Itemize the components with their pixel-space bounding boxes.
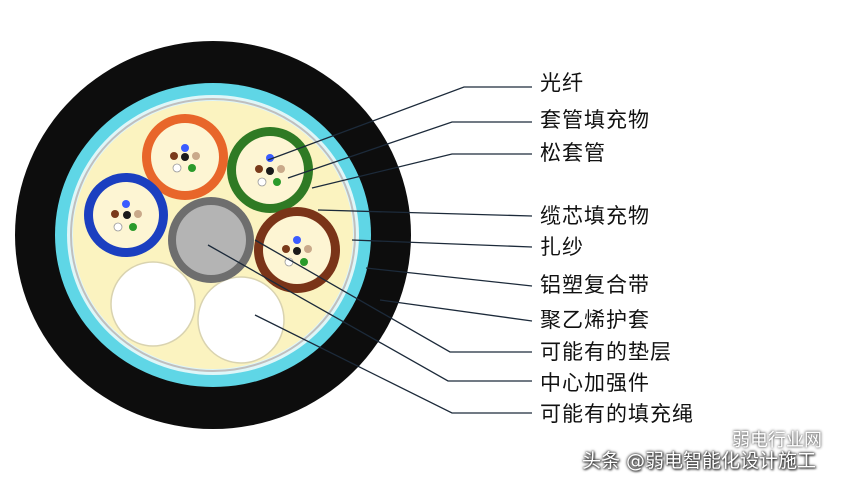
label-optical-fiber: 光纤 (540, 71, 584, 95)
filler-rope-left (110, 261, 196, 347)
leader-bedding (254, 239, 532, 353)
strength-member-core (176, 205, 246, 275)
leader-sheath (379, 299, 533, 322)
label-polyethylene-sheath: 聚乙烯护套 (540, 308, 650, 332)
leader-tube-filler (287, 121, 532, 179)
label-core-filler: 缆芯填充物 (540, 204, 650, 228)
loose-tube-brown (254, 207, 340, 293)
label-filler-rope: 可能有的填充绳 (540, 402, 694, 426)
filler-rope-right (197, 276, 285, 364)
label-aluminum-plastic-tape: 铝塑复合带 (540, 273, 650, 297)
label-central-strength-member: 中心加强件 (540, 371, 650, 395)
label-bedding-layer: 可能有的垫层 (540, 340, 672, 364)
leader-binder-yarn (351, 239, 533, 248)
label-loose-tube: 松套管 (540, 141, 606, 165)
leader-strength-member (207, 244, 532, 382)
label-tube-filler: 套管填充物 (540, 108, 650, 132)
leader-fiber (267, 86, 532, 161)
loose-tube-green (227, 127, 313, 213)
leader-lines (207, 86, 533, 414)
leader-filler-rope (254, 314, 532, 414)
watermark-main: 头条 @弱电智能化设计施工 (582, 450, 817, 472)
loose-tube-orange (142, 114, 228, 200)
leader-core-filler (317, 209, 533, 217)
watermark-sub: 弱电行业网 (732, 430, 822, 451)
loose-tube-blue (84, 173, 168, 257)
binder-yarn (70, 98, 356, 372)
leader-loose-tube (311, 153, 532, 189)
leader-aluminum-tape (365, 267, 533, 287)
label-binder-yarn: 扎纱 (540, 235, 584, 259)
